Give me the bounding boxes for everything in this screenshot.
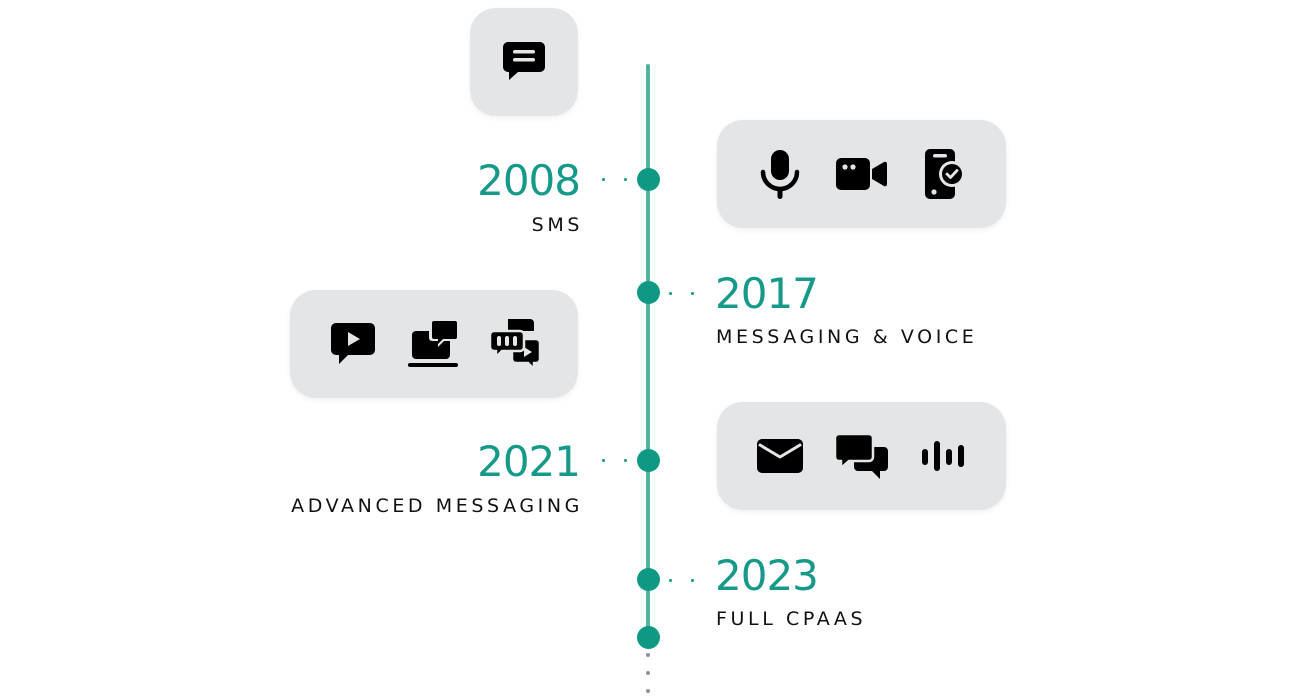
milestone-label-advanced-messaging: ADVANCED MESSAGING (291, 495, 583, 517)
milestone-year-2008: 2008 (477, 156, 581, 205)
continuation-dot (646, 689, 650, 693)
milestone-year-2021: 2021 (477, 437, 581, 486)
connector-dot (691, 579, 694, 582)
timeline-node-2023 (637, 568, 660, 591)
timeline-node-future (637, 626, 660, 649)
connector-dot (691, 292, 694, 295)
connector-dot (624, 459, 627, 462)
connector-dot (669, 579, 672, 582)
milestone-label-messaging-voice: MESSAGING & VOICE (716, 326, 978, 348)
chat-bot-forward-icon (485, 314, 545, 374)
timeline-node-2021 (637, 449, 660, 472)
milestone-label-sms: SMS (531, 214, 583, 236)
video-message-icon (323, 314, 383, 374)
connector-dot (669, 292, 672, 295)
icon-card-rich-messaging (290, 290, 578, 398)
timeline-line (646, 64, 650, 638)
continuation-dot (646, 671, 650, 675)
top-icon-card (470, 8, 578, 116)
audio-wave-icon (913, 426, 973, 486)
phone-verified-icon (913, 144, 973, 204)
connector-dot (602, 459, 605, 462)
conversation-icon (831, 426, 891, 486)
microphone-icon (750, 144, 810, 204)
icon-card-omnichannel (717, 402, 1006, 510)
envelope-icon (750, 426, 810, 486)
laptop-chat-icon (404, 314, 464, 374)
chat-message-icon (494, 32, 554, 92)
milestone-label-full-cpaas: FULL CPAAS (716, 608, 867, 630)
icon-card-voice-video (717, 120, 1006, 228)
connector-dot (602, 178, 605, 181)
continuation-dot (646, 653, 650, 657)
connector-dot (624, 178, 627, 181)
video-camera-icon (831, 144, 891, 204)
milestone-year-2017: 2017 (715, 269, 819, 318)
timeline-node-2017 (637, 281, 660, 304)
milestone-year-2023: 2023 (715, 551, 819, 600)
timeline-node-2008 (637, 168, 660, 191)
